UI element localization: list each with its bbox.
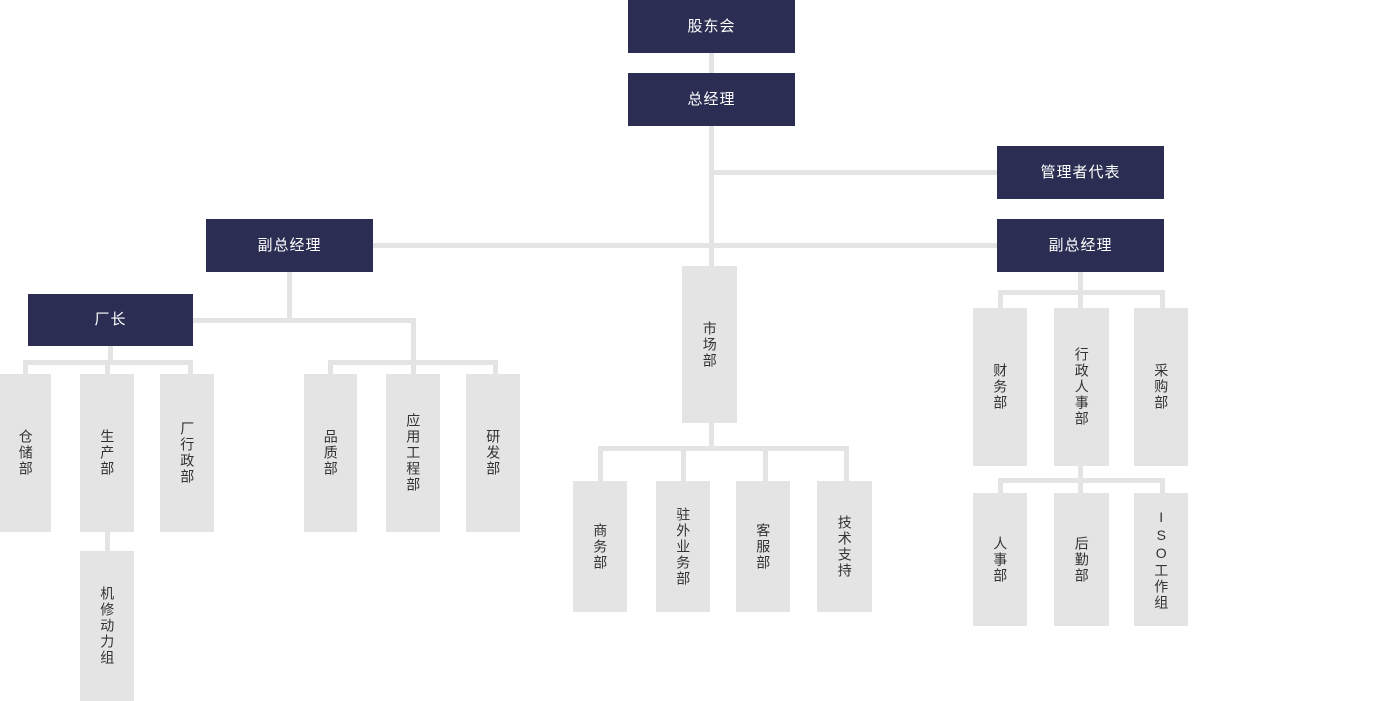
node-purchasing[interactable]: 采购部 bbox=[1134, 308, 1188, 466]
node-maintenance-power-label: 机修动力组 bbox=[99, 586, 116, 666]
node-logistics[interactable]: 后勤部 bbox=[1054, 493, 1109, 626]
node-purchasing-label: 采购部 bbox=[1153, 363, 1170, 411]
connector-admin-hr-drop bbox=[1078, 290, 1083, 309]
connector-hr-drop bbox=[998, 478, 1003, 494]
node-shareholders[interactable]: 股东会 bbox=[628, 0, 795, 53]
connector-production-drop bbox=[105, 360, 110, 375]
node-rnd[interactable]: 研发部 bbox=[466, 374, 520, 532]
node-hr-label: 人事部 bbox=[992, 535, 1009, 584]
node-admin-hr-label: 行政人事部 bbox=[1073, 347, 1090, 427]
node-general-manager-label: 总经理 bbox=[687, 90, 736, 108]
connector-quality-drop bbox=[328, 360, 333, 375]
node-tech-support-label: 技术支持 bbox=[836, 514, 853, 579]
node-factory-director-label: 厂长 bbox=[94, 311, 127, 328]
node-marketing-label: 市场部 bbox=[701, 320, 718, 369]
connector-customer-service-drop bbox=[763, 446, 768, 481]
node-deputy-gm-right-label: 副总经理 bbox=[1048, 236, 1113, 254]
connector-production-to-maintenance bbox=[105, 530, 110, 552]
connector-rnd-drop bbox=[493, 360, 498, 375]
connector-marketing-drop bbox=[709, 421, 714, 448]
node-general-manager[interactable]: 总经理 bbox=[628, 73, 795, 126]
node-finance-label: 财务部 bbox=[992, 363, 1009, 411]
node-customer-service-label: 客服部 bbox=[755, 522, 772, 571]
connector-gm-trunk bbox=[709, 123, 714, 269]
node-business-label: 商务部 bbox=[592, 522, 609, 571]
node-customer-service[interactable]: 客服部 bbox=[736, 481, 790, 612]
node-iso-group-label: ISO工作组 bbox=[1153, 508, 1170, 611]
node-rnd-label: 研发部 bbox=[485, 429, 502, 477]
node-tech-support[interactable]: 技术支持 bbox=[817, 481, 872, 612]
connector-logistics-drop bbox=[1078, 478, 1083, 494]
node-production-label: 生产部 bbox=[99, 429, 116, 477]
node-iso-group[interactable]: ISO工作组 bbox=[1134, 493, 1188, 626]
node-quality[interactable]: 品质部 bbox=[304, 374, 357, 532]
node-application-eng[interactable]: 应用工程部 bbox=[386, 374, 440, 532]
node-management-rep-label: 管理者代表 bbox=[1040, 163, 1121, 181]
node-hr[interactable]: 人事部 bbox=[973, 493, 1027, 626]
node-warehouse-label: 仓储部 bbox=[17, 429, 34, 477]
connector-business-drop bbox=[598, 446, 603, 481]
node-quality-label: 品质部 bbox=[322, 429, 339, 477]
connector-purchasing-drop bbox=[1160, 290, 1165, 309]
node-deputy-gm-right[interactable]: 副总经理 bbox=[997, 219, 1164, 272]
connector-finance-drop bbox=[998, 290, 1003, 309]
node-deputy-gm-left[interactable]: 副总经理 bbox=[206, 219, 373, 272]
node-business[interactable]: 商务部 bbox=[573, 481, 627, 612]
node-field-sales[interactable]: 驻外业务部 bbox=[656, 481, 710, 612]
connector-deputy-right-drop bbox=[1078, 269, 1083, 293]
connector-gm-to-deputies bbox=[289, 243, 1001, 248]
connector-quality-cluster-drop bbox=[411, 318, 416, 364]
node-production[interactable]: 生产部 bbox=[80, 374, 134, 532]
node-factory-director[interactable]: 厂长 bbox=[28, 294, 193, 346]
connector-iso-drop bbox=[1160, 478, 1165, 494]
node-maintenance-power[interactable]: 机修动力组 bbox=[80, 551, 134, 701]
node-marketing[interactable]: 市场部 bbox=[682, 266, 737, 423]
node-warehouse[interactable]: 仓储部 bbox=[0, 374, 51, 532]
connector-factory-admin-drop bbox=[188, 360, 193, 375]
node-admin-hr[interactable]: 行政人事部 bbox=[1054, 308, 1109, 466]
node-management-rep[interactable]: 管理者代表 bbox=[997, 146, 1164, 199]
connector-deputy-left-drop bbox=[287, 269, 292, 323]
node-factory-admin[interactable]: 厂行政部 bbox=[160, 374, 214, 532]
connector-tech-support-drop bbox=[844, 446, 849, 481]
connector-gm-to-management-rep bbox=[709, 170, 999, 175]
node-finance[interactable]: 财务部 bbox=[973, 308, 1027, 466]
node-deputy-gm-left-label: 副总经理 bbox=[257, 236, 322, 254]
node-field-sales-label: 驻外业务部 bbox=[675, 506, 692, 587]
connector-application-eng-drop bbox=[411, 360, 416, 375]
node-shareholders-label: 股东会 bbox=[687, 17, 736, 35]
node-logistics-label: 后勤部 bbox=[1073, 535, 1090, 584]
node-application-eng-label: 应用工程部 bbox=[405, 413, 422, 493]
connector-marketing-bar bbox=[598, 446, 849, 451]
connector-deputy-left-bar bbox=[110, 318, 416, 323]
connector-field-sales-drop bbox=[681, 446, 686, 481]
connector-factory-director-drop bbox=[108, 344, 113, 364]
node-factory-admin-label: 厂行政部 bbox=[179, 421, 196, 485]
connector-admin-hr-child-drop bbox=[1078, 464, 1083, 482]
connector-warehouse-drop bbox=[23, 360, 28, 375]
